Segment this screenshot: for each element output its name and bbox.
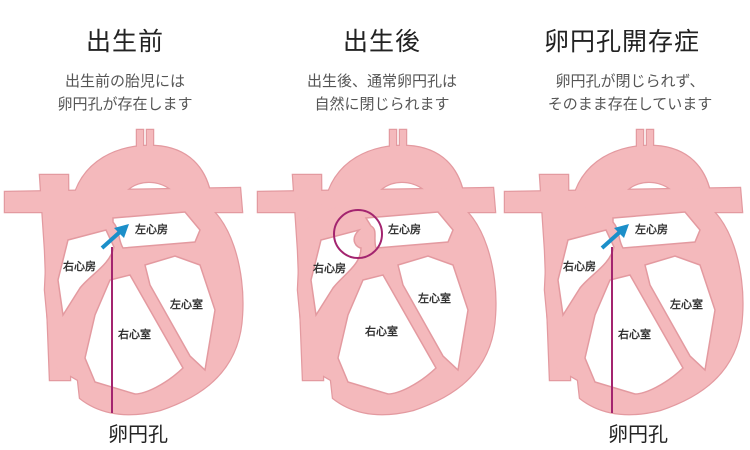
right-atrium <box>310 228 362 318</box>
heart-before-birth: 左心房 右心房 左心室 右心室 <box>5 130 242 414</box>
subtitle-after-birth: 出生後、通常卵円孔は 自然に閉じられます <box>257 70 507 116</box>
subtitle-line: 出生後、通常卵円孔は <box>306 72 457 90</box>
subtitle-line: 卵円孔が存在します <box>57 95 193 113</box>
title-before-birth: 出生前 <box>85 27 164 56</box>
left-ventricle <box>397 255 469 372</box>
label-left-atrium: 左心房 <box>634 222 668 236</box>
subtitle-before-birth: 出生前の胎児には 卵円孔が存在します <box>0 70 250 116</box>
title-after-birth: 出生後 <box>342 27 421 56</box>
left-ventricle <box>144 255 216 372</box>
label-right-atrium: 右心房 <box>312 261 346 275</box>
subtitle-line: そのまま存在しています <box>547 95 713 113</box>
right-atrium <box>57 229 115 318</box>
label-right-atrium: 右心房 <box>62 259 96 273</box>
arrow-icon <box>100 224 129 250</box>
right-ventricle <box>84 274 184 395</box>
subtitle-line: 自然に閉じられます <box>314 95 450 113</box>
right-ventricle <box>584 274 684 395</box>
heart-after-birth: 左心房 右心房 左心室 右心室 <box>258 130 495 414</box>
label-right-ventricle: 右心室 <box>364 324 398 338</box>
subtitle-line: 卵円孔が閉じられず、 <box>555 72 705 90</box>
closed-foramen-highlight <box>333 209 383 259</box>
label-left-ventricle: 左心室 <box>417 291 451 305</box>
label-left-ventricle: 左心室 <box>669 297 703 311</box>
heart-pfo: 左心房 右心房 左心室 右心室 <box>505 130 742 414</box>
label-right-atrium: 右心房 <box>562 259 596 273</box>
label-right-ventricle: 右心室 <box>117 327 151 341</box>
subtitle-pfo: 卵円孔が閉じられず、 そのまま存在しています <box>505 70 750 116</box>
title-pfo: 卵円孔開存症 <box>543 27 700 56</box>
arrow-icon <box>600 224 629 250</box>
right-atrium <box>557 229 615 318</box>
label-right-ventricle: 右心室 <box>617 327 651 341</box>
left-atrium <box>612 211 701 249</box>
foramen-label-before-birth: 卵円孔 <box>108 422 168 446</box>
foramen-label-pfo: 卵円孔 <box>608 422 668 446</box>
label-left-atrium: 左心房 <box>387 222 421 236</box>
left-atrium <box>112 211 201 249</box>
label-left-ventricle: 左心室 <box>169 297 203 311</box>
right-ventricle <box>337 274 437 395</box>
left-ventricle <box>644 255 716 372</box>
label-left-atrium: 左心房 <box>134 222 168 236</box>
left-atrium <box>364 211 454 249</box>
subtitle-line: 出生前の胎児には <box>64 72 185 90</box>
